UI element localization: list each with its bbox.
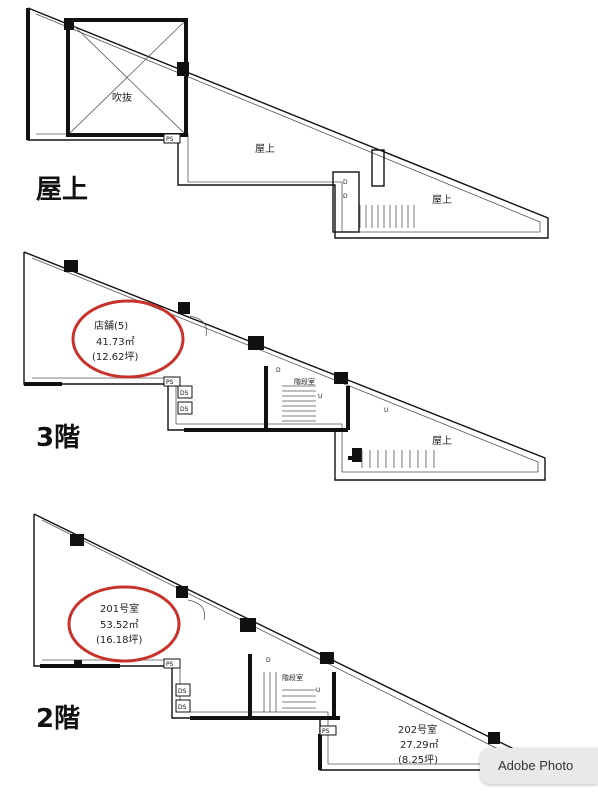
ds-label: DS bbox=[180, 406, 189, 413]
ps-box bbox=[163, 376, 181, 387]
floor3-roof-label: 屋上 bbox=[432, 435, 452, 447]
stair-up-label: U bbox=[318, 393, 322, 400]
column bbox=[320, 652, 334, 664]
column bbox=[177, 62, 189, 76]
floor3-plan: PS DS DS 店舗(5) 41.73㎡ (12.62坪) 階段室 D U U… bbox=[23, 251, 546, 481]
ps-label: PS bbox=[166, 136, 174, 143]
void-area bbox=[66, 18, 188, 137]
stair-down-label: D bbox=[276, 367, 281, 374]
stair-up-label: U bbox=[316, 687, 320, 694]
stair-down-label: D bbox=[343, 179, 348, 186]
door-swing bbox=[189, 315, 208, 337]
column bbox=[64, 18, 74, 30]
shop-name: 店舗(5) bbox=[94, 319, 128, 332]
roof-label-1: 屋上 bbox=[255, 143, 275, 155]
ps-label: PS bbox=[166, 661, 174, 668]
room202-name: 202号室 bbox=[398, 723, 437, 736]
room201-name: 201号室 bbox=[100, 602, 139, 615]
ds-box bbox=[177, 385, 193, 399]
ds-box bbox=[175, 699, 191, 713]
stair-shaft bbox=[332, 171, 360, 233]
ds-box bbox=[177, 401, 193, 415]
column bbox=[74, 660, 82, 668]
stair-room-label: 階段室 bbox=[282, 673, 303, 682]
column bbox=[334, 372, 348, 384]
rooftop-plan: PS 吹抜 屋上 屋上 D D 屋上 bbox=[26, 7, 549, 239]
ps-box bbox=[163, 658, 181, 669]
void-cross-b bbox=[69, 21, 185, 134]
floor3-title: 3階 bbox=[36, 423, 80, 453]
room202-area-tsubo: (8.25坪) bbox=[398, 753, 438, 766]
column bbox=[70, 534, 84, 546]
door-swing bbox=[187, 599, 206, 621]
stair-treads bbox=[282, 385, 435, 468]
stair-down-label: D bbox=[266, 657, 271, 664]
roof-label-2: 屋上 bbox=[432, 194, 452, 206]
stair-down-label: D bbox=[343, 193, 348, 200]
room201-area-m2: 53.52㎡ bbox=[100, 619, 139, 631]
column bbox=[352, 448, 362, 462]
column bbox=[178, 302, 190, 314]
stair-treads bbox=[263, 672, 316, 712]
column bbox=[64, 260, 78, 272]
void-label: 吹抜 bbox=[112, 91, 132, 104]
ps-box bbox=[163, 133, 181, 144]
ds-box bbox=[175, 683, 191, 697]
adobe-photo-watermark: Adobe Photo bbox=[480, 748, 598, 784]
rooftop-floor-title: 屋上 bbox=[36, 175, 88, 205]
ds-label: DS bbox=[178, 704, 187, 711]
parapet-step bbox=[371, 149, 385, 187]
stair-up-label: U bbox=[384, 407, 388, 414]
stair-treads bbox=[359, 205, 415, 228]
ds-label: DS bbox=[180, 390, 189, 397]
ds-label: DS bbox=[178, 688, 187, 695]
ps-label: PS bbox=[322, 728, 330, 735]
highlight-circle bbox=[71, 299, 185, 379]
room201-area-tsubo: (16.18坪) bbox=[96, 633, 143, 646]
column bbox=[240, 618, 256, 632]
column bbox=[488, 732, 500, 744]
stair-room-label: 階段室 bbox=[294, 377, 315, 386]
rooftop-outline bbox=[27, 7, 549, 239]
shop-area-m2: 41.73㎡ bbox=[96, 336, 135, 348]
rooftop-inner-outline bbox=[35, 13, 541, 233]
ps-box bbox=[319, 725, 337, 736]
ps-label: PS bbox=[166, 379, 174, 386]
column bbox=[176, 586, 188, 598]
column bbox=[248, 336, 264, 350]
highlight-circle bbox=[67, 585, 181, 663]
shop-area-tsubo: (12.62坪) bbox=[92, 350, 139, 363]
floor2-title: 2階 bbox=[36, 704, 80, 734]
room202-area-m2: 27.29㎡ bbox=[400, 739, 439, 751]
floor3-inner-outline bbox=[31, 257, 539, 473]
floor2-plan: PS DS DS PS 201号室 53.52㎡ (16.18坪) 階段室 D … bbox=[33, 513, 521, 771]
